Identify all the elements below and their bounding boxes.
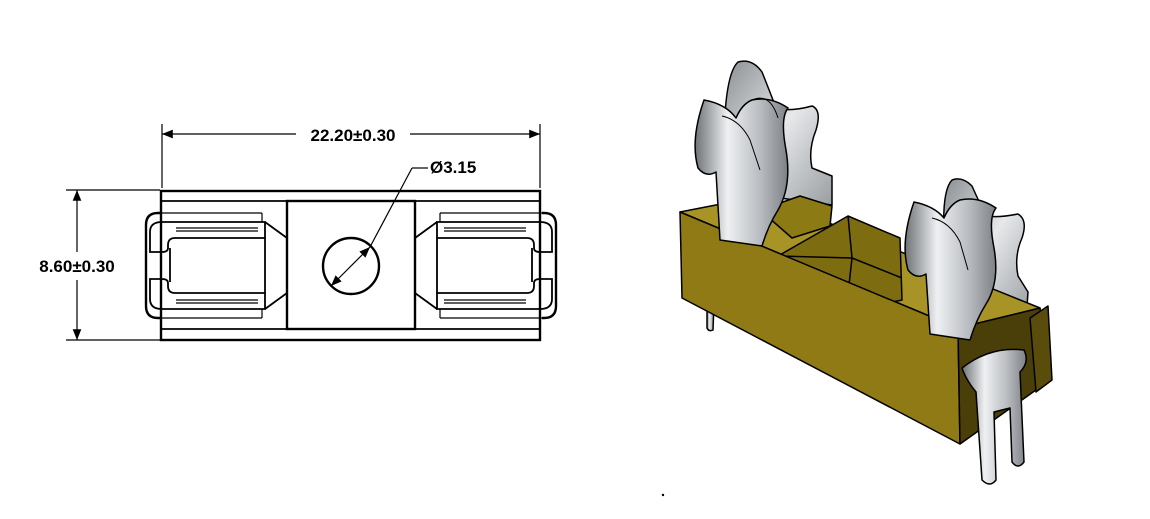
fuse-holder-3d-view [679,60,1053,485]
stray-dot [661,493,665,497]
height-dimension-label: 8.60±0.30 [39,257,115,276]
hole-diameter-label: Ø3.15 [430,158,476,177]
right-clip-outline [414,211,558,320]
front-left-clip [694,98,789,247]
fuse-holder-top-view: 22.20±0.30 8.60±0.30 Ø3.15 [39,124,558,342]
left-clip-outline [144,211,288,320]
front-right-clip [904,198,997,341]
width-dimension-label: 22.20±0.30 [311,126,396,145]
right-terminal [961,348,1027,485]
